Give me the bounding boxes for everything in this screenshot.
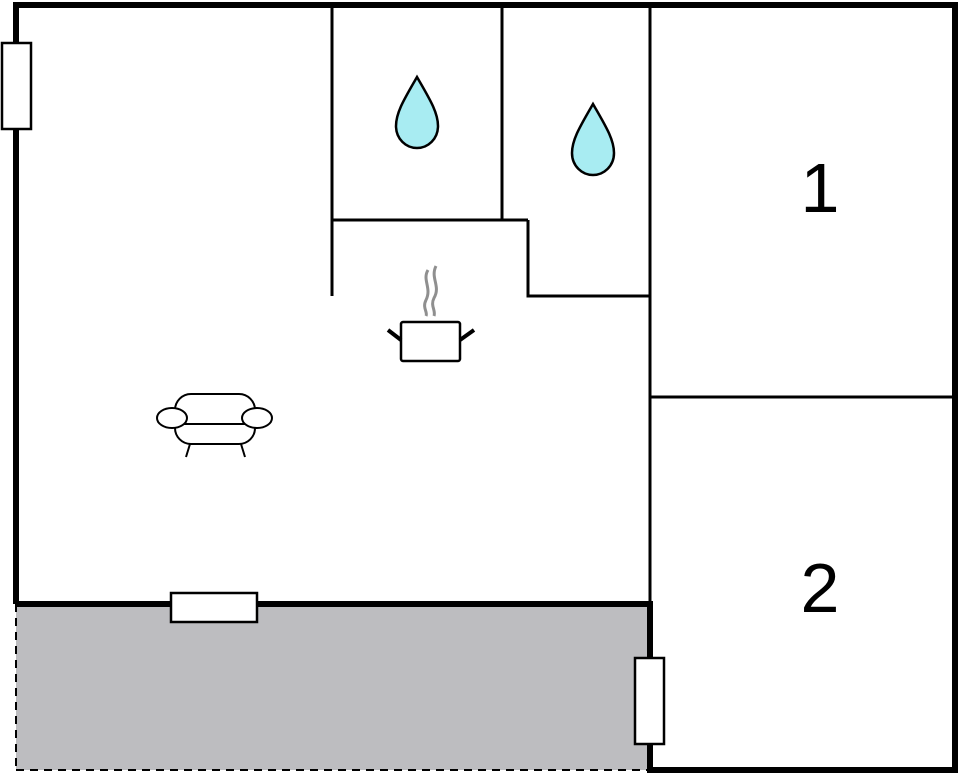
- terrace-area: [16, 604, 650, 770]
- window-west: [0, 41, 33, 131]
- sofa-icon: [156, 393, 273, 458]
- window-east-door: [633, 656, 666, 746]
- interior-wall-bathroom-2: [526, 220, 650, 298]
- window-south-door: [169, 591, 259, 624]
- water-drop-icon: [394, 74, 440, 150]
- room-label-bedroom-2: 2: [801, 549, 840, 627]
- cooking-pot-icon: [386, 265, 476, 363]
- room-label-bedroom-1: 1: [801, 149, 840, 227]
- water-drop-icon: [570, 101, 616, 177]
